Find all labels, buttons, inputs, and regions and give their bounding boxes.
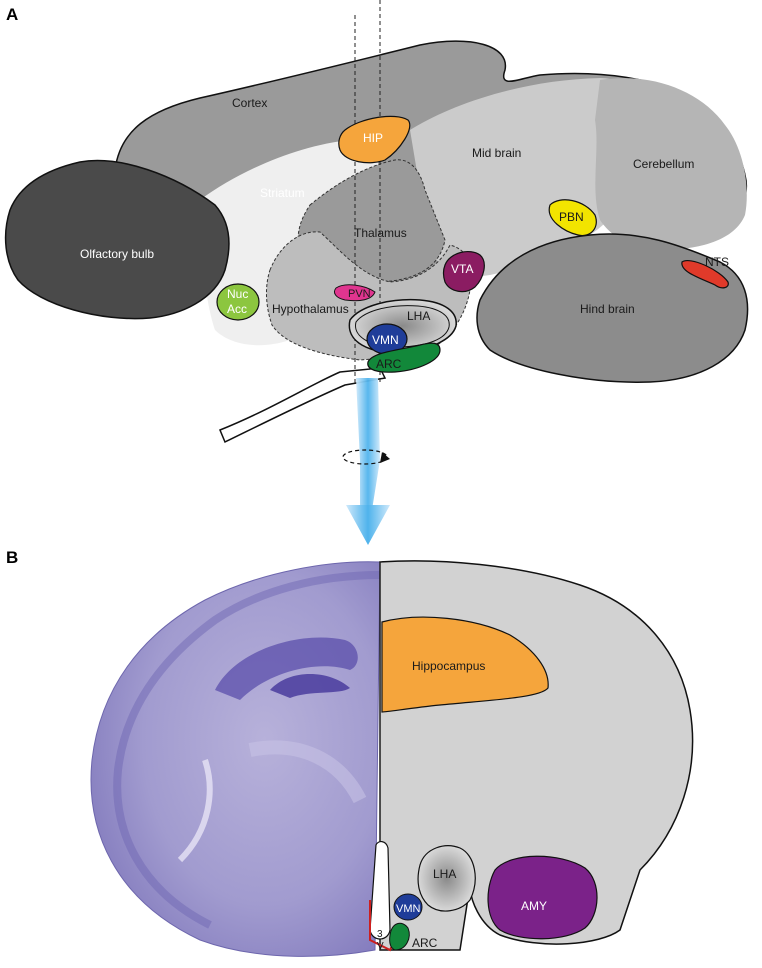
- label-striatum: Striatum: [260, 186, 305, 200]
- label-cortex: Cortex: [232, 96, 267, 110]
- label-vta: VTA: [451, 262, 473, 276]
- rotation-arrow-head: [380, 452, 390, 463]
- arc-region: [367, 342, 441, 373]
- amy-region: [487, 855, 598, 940]
- label-coronal-vmn: VMN: [396, 903, 421, 915]
- label-nts: NTS: [705, 255, 729, 269]
- label-coronal-arc: ARC: [412, 936, 438, 950]
- nts-region: [681, 260, 729, 289]
- label-hypothalamus: Hypothalamus: [272, 302, 349, 316]
- light-beam: [356, 378, 380, 510]
- hippocampus-region: [381, 616, 549, 713]
- panel-b-label: B: [6, 548, 18, 567]
- label-amy: AMY: [521, 899, 547, 913]
- beam-arrow-head: [346, 505, 390, 545]
- vta-region: [442, 251, 485, 293]
- label-hip: HIP: [363, 131, 383, 145]
- label-pvn: PVN: [348, 288, 371, 300]
- ventral-tract: [219, 367, 387, 444]
- pvn-region: [333, 284, 376, 302]
- label-nuc-acc-1: Nuc: [227, 287, 248, 301]
- cerebellum-region: [595, 78, 747, 250]
- label-hind-brain: Hind brain: [580, 302, 635, 316]
- pbn-region: [548, 199, 597, 237]
- coronal-vmn-region: [393, 893, 423, 921]
- coronal-arc-region: [389, 922, 410, 951]
- label-third-ventricle-1: 3: [377, 929, 383, 940]
- olfactory-bulb-region: [4, 159, 230, 320]
- coronal-lha-region: [417, 845, 476, 912]
- nuc-acc-region: [216, 283, 260, 321]
- panel-a-label: A: [6, 5, 18, 24]
- label-arc: ARC: [376, 357, 402, 371]
- label-thalamus: Thalamus: [354, 226, 407, 240]
- hip-region: [338, 115, 411, 164]
- hindbrain-region: [476, 233, 749, 383]
- label-coronal-lha: LHA: [433, 867, 456, 881]
- label-nuc-acc-2: Acc: [227, 302, 247, 316]
- label-third-ventricle-2: V: [377, 941, 384, 952]
- label-vmn: VMN: [372, 333, 399, 347]
- nissl-section: [90, 561, 381, 957]
- label-hippocampus: Hippocampus: [412, 659, 485, 673]
- label-pbn: PBN: [559, 210, 584, 224]
- nissl-texture: [113, 571, 381, 929]
- third-ventricle: [369, 841, 391, 940]
- label-cerebellum: Cerebellum: [633, 157, 694, 171]
- label-lha: LHA: [407, 309, 430, 323]
- label-mid-brain: Mid brain: [472, 146, 521, 160]
- label-olfactory-bulb: Olfactory bulb: [80, 247, 154, 261]
